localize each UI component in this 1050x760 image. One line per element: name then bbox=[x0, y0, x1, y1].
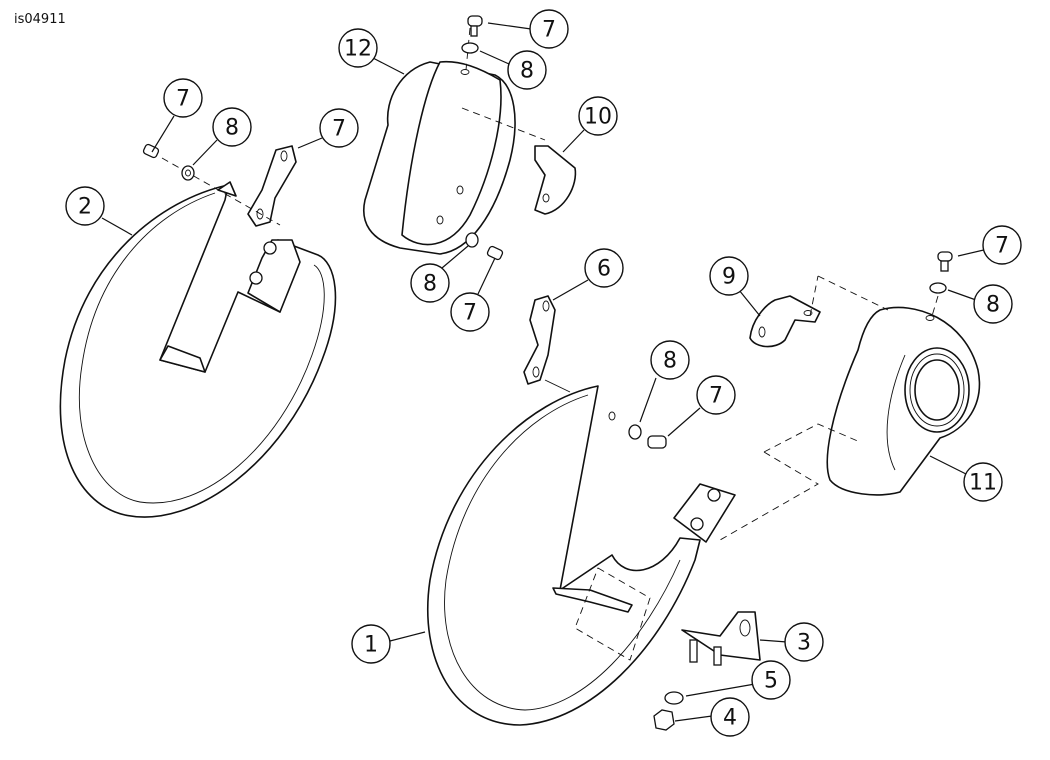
callout-label: 8 bbox=[986, 293, 1000, 318]
callout-label: 7 bbox=[176, 87, 190, 112]
callout-label: 6 bbox=[597, 257, 611, 282]
figure-reference-code: is04911 bbox=[14, 12, 66, 27]
callout-label: 7 bbox=[332, 117, 346, 142]
callout-c7b: 7 bbox=[163, 78, 203, 118]
callout-circle bbox=[450, 292, 490, 332]
callout-circle bbox=[650, 340, 690, 380]
callout-circle bbox=[751, 660, 791, 700]
callout-circle bbox=[410, 263, 450, 303]
callout-label: 9 bbox=[722, 265, 736, 290]
guard-left-part bbox=[59, 181, 337, 518]
callout-circle bbox=[338, 28, 378, 68]
callout-c12: 12 bbox=[338, 28, 378, 68]
callout-c7f: 7 bbox=[696, 375, 736, 415]
callout-label: 8 bbox=[663, 349, 677, 374]
callout-circle bbox=[578, 96, 618, 136]
bracket-10 bbox=[461, 107, 577, 215]
callout-c7e: 7 bbox=[982, 225, 1022, 265]
callout-circle bbox=[784, 622, 824, 662]
callout-circle bbox=[584, 248, 624, 288]
bracket-9 bbox=[749, 295, 821, 348]
assembly-dashed-lines bbox=[719, 275, 939, 541]
callout-label: 10 bbox=[584, 105, 612, 130]
callout-circle bbox=[351, 624, 391, 664]
screw-washer-front bbox=[628, 424, 667, 449]
callout-label: 4 bbox=[723, 706, 737, 731]
callout-circle bbox=[319, 108, 359, 148]
callout-c2: 2 bbox=[65, 186, 105, 226]
guard-right-part bbox=[826, 306, 981, 496]
callout-c8b: 8 bbox=[212, 107, 252, 147]
callout-label: 2 bbox=[78, 195, 92, 220]
callout-label: 7 bbox=[709, 384, 723, 409]
callout-c4: 4 bbox=[710, 697, 750, 737]
callout-label: 8 bbox=[520, 59, 534, 84]
callout-c9: 9 bbox=[709, 256, 749, 296]
callout-c7c: 7 bbox=[319, 108, 359, 148]
bracket-6 bbox=[523, 295, 571, 393]
leader-lines bbox=[101, 22, 989, 722]
callout-c8e: 8 bbox=[650, 340, 690, 380]
callout-circle bbox=[709, 256, 749, 296]
callout-label: 7 bbox=[463, 301, 477, 326]
callout-label: 1 bbox=[364, 633, 378, 658]
bracket-3 bbox=[681, 611, 761, 666]
guard-front-part bbox=[426, 385, 736, 726]
callout-label: 8 bbox=[225, 116, 239, 141]
callout-label: 5 bbox=[764, 669, 778, 694]
callout-c7d: 7 bbox=[450, 292, 490, 332]
callout-c8d: 8 bbox=[973, 284, 1013, 324]
callout-circle bbox=[507, 50, 547, 90]
callout-label: 12 bbox=[344, 37, 372, 62]
callout-label: 7 bbox=[542, 18, 556, 43]
callout-c5: 5 bbox=[751, 660, 791, 700]
washer-nut bbox=[653, 691, 684, 731]
guard-top-part bbox=[363, 60, 516, 255]
callout-label: 7 bbox=[995, 234, 1009, 259]
screw-washer-top bbox=[461, 15, 483, 71]
callout-circle bbox=[982, 225, 1022, 265]
callout-circle bbox=[710, 697, 750, 737]
callout-c11: 11 bbox=[963, 462, 1003, 502]
callout-c8a: 8 bbox=[507, 50, 547, 90]
callout-label: 8 bbox=[423, 272, 437, 297]
callout-circle bbox=[212, 107, 252, 147]
screw-washer-right bbox=[929, 251, 953, 294]
callout-circle bbox=[65, 186, 105, 226]
callout-circle bbox=[163, 78, 203, 118]
screw-washer-mid bbox=[465, 232, 504, 261]
callout-c1: 1 bbox=[351, 624, 391, 664]
callout-circle bbox=[529, 9, 569, 49]
callout-circle bbox=[973, 284, 1013, 324]
callout-label: 3 bbox=[797, 631, 811, 656]
callout-circle bbox=[696, 375, 736, 415]
callout-circle bbox=[963, 462, 1003, 502]
bracket-left-upper bbox=[247, 145, 297, 227]
callout-c8c: 8 bbox=[410, 263, 450, 303]
callout-label: 11 bbox=[969, 471, 997, 496]
callout-c10: 10 bbox=[578, 96, 618, 136]
callout-c6: 6 bbox=[584, 248, 624, 288]
callout-c7a: 7 bbox=[529, 9, 569, 49]
callout-c3: 3 bbox=[784, 622, 824, 662]
